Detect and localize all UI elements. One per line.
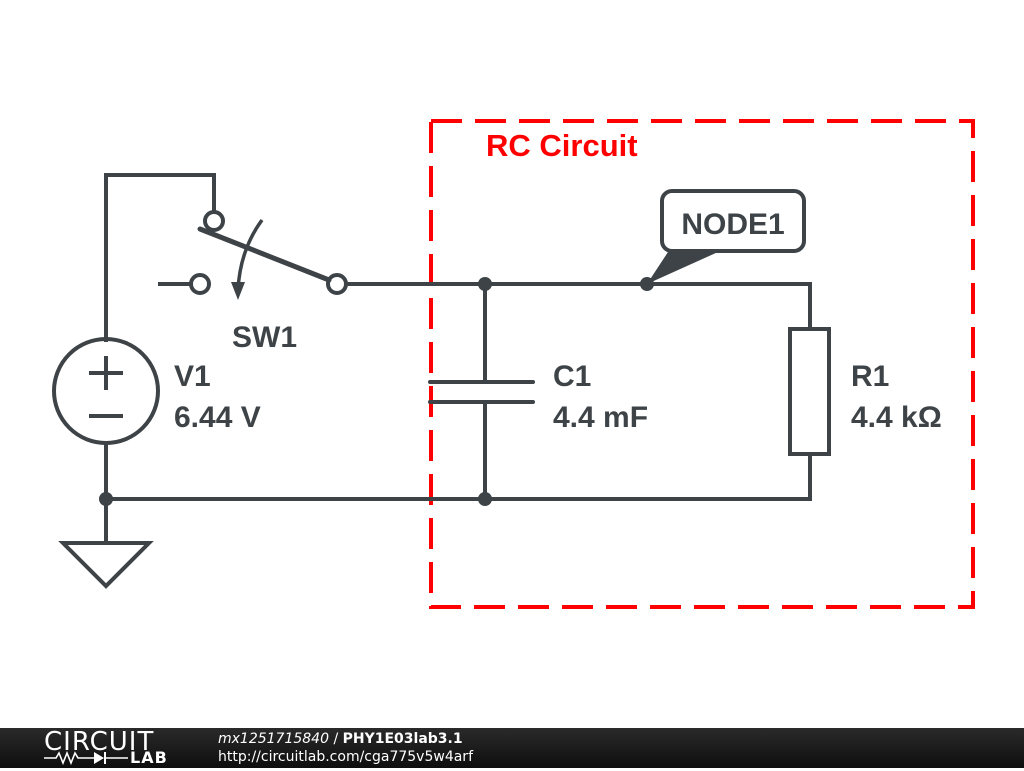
- c1-name: C1: [553, 360, 591, 393]
- c1-value: 4.4 mF: [553, 401, 648, 434]
- ground-icon[interactable]: [58, 541, 154, 589]
- footer-url[interactable]: http://circuitlab.com/cga775v5w4arf: [218, 749, 473, 765]
- wire-top-node1[interactable]: [344, 282, 812, 330]
- wire-v1-to-switch[interactable]: [104, 173, 216, 342]
- resistor-diode-logo-icon: [44, 750, 128, 766]
- junction-dot: [478, 277, 492, 291]
- r1-value: 4.4 kΩ: [851, 401, 942, 434]
- net-label-pointer: [647, 252, 718, 284]
- capacitor-c1[interactable]: [428, 282, 535, 501]
- footer-separator: /: [329, 731, 343, 747]
- switch-terminal-common: [203, 210, 225, 232]
- switch-arrow-icon: [231, 282, 245, 300]
- group-label: RC Circuit: [486, 128, 638, 163]
- footer-username[interactable]: mx1251715840: [218, 731, 329, 747]
- v1-name: V1: [174, 360, 211, 393]
- circuitlab-logo-text[interactable]: CIRCUIT: [44, 727, 155, 757]
- wire-bottom-return[interactable]: [104, 453, 812, 501]
- footer-title-line: mx1251715840 / PHY1E03lab3.1: [218, 731, 463, 747]
- voltage-source-v1[interactable]: [52, 337, 160, 445]
- switch-sw1[interactable]: [158, 210, 348, 300]
- junction-dot: [478, 492, 492, 506]
- v1-value: 6.44 V: [174, 401, 261, 434]
- rc-circuit-group-box[interactable]: [429, 119, 975, 609]
- schematic-canvas: RC Circuit SW1 V1 6.44 V C1 4.4 mF R1 4.…: [52, 119, 975, 609]
- r1-name: R1: [851, 360, 889, 393]
- switch-action-arc: [236, 218, 264, 291]
- footer-bar: CIRCUIT LAB mx1251715840 / PHY1E03lab3.1…: [0, 728, 1024, 768]
- net-label-text: NODE1: [681, 208, 784, 241]
- footer-circuit-title[interactable]: PHY1E03lab3.1: [342, 731, 463, 747]
- logo-lab-text: LAB: [130, 748, 168, 767]
- resistor-r1[interactable]: [788, 327, 831, 456]
- circuitlab-logo-symbol: LAB: [44, 748, 167, 771]
- switch-terminal-open: [189, 273, 211, 295]
- net-label-box: [660, 189, 806, 253]
- junction-dot: [99, 492, 113, 506]
- voltage-source-body: [52, 337, 160, 445]
- net-label-node1[interactable]: NODE1: [647, 189, 806, 284]
- switch-terminal-out: [326, 273, 348, 295]
- switch-blade: [197, 226, 332, 283]
- switch-name: SW1: [232, 321, 297, 354]
